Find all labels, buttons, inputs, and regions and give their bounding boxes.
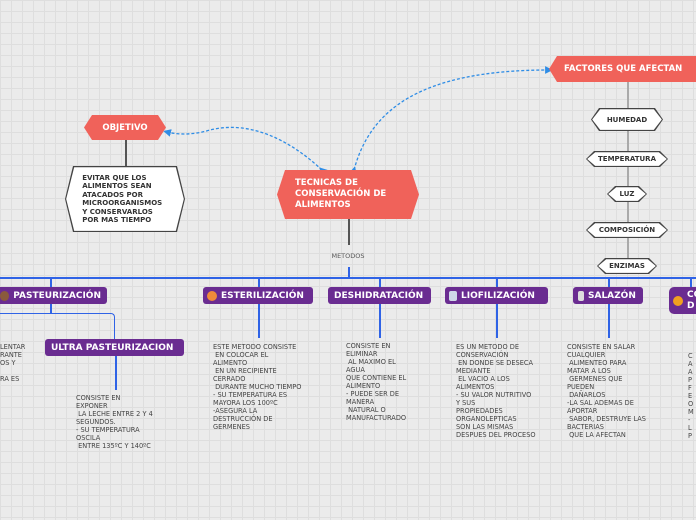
salt-shaker-icon <box>578 290 584 301</box>
method-conservacion[interactable]: CO D <box>669 287 696 314</box>
conservacion-text: C A A P F E O M - L P <box>688 352 694 440</box>
factores-relationship-arrow <box>349 66 553 175</box>
pasteurizacion-text: LENTAR RANTE OS Y RA ES <box>0 343 26 383</box>
objetivo-text-node[interactable]: EVITAR QUE LOS ALIMENTOS SEAN ATACADOS P… <box>65 166 185 232</box>
salazon-text: CONSISTE EN SALAR CUALQUIER ALIMENTEO PA… <box>567 343 646 439</box>
liofilizacion-text: ES UN METODO DE CONSERVACIÓN EN DONDE SE… <box>456 343 536 439</box>
esterilizacion-text: ESTE METODO CONSISTE EN COLOCAR EL ALIME… <box>213 343 302 431</box>
branch-line <box>50 304 52 314</box>
factor-label: HUMEDAD <box>592 109 662 130</box>
factors-connector <box>627 82 629 272</box>
central-title: TECNICAS DE CONSERVACIÓN DE ALIMENTOS <box>295 178 387 210</box>
branch-line <box>115 356 117 390</box>
method-label: PASTEURIZACIÓN <box>13 290 101 301</box>
ultra-pasteurizacion-node[interactable]: ULTRA PASTEURIZACION <box>45 339 184 356</box>
factor-humedad[interactable]: HUMEDAD <box>591 108 663 131</box>
method-esterilizacion[interactable]: ESTERILIZACIÓN <box>203 287 313 304</box>
factor-temperatura[interactable]: TEMPERATURA <box>586 151 668 167</box>
branch-line <box>496 277 498 288</box>
ultra-text: CONSISTE EN EXPONER LA LECHE ENTRE 2 Y 4… <box>76 394 153 450</box>
factor-label: LUZ <box>608 187 646 201</box>
branch-line <box>608 277 610 288</box>
method-liofilizacion[interactable]: LIOFILIZACIÓN <box>445 287 548 304</box>
method-salazon[interactable]: SALAZÓN <box>573 287 643 304</box>
deshidratacion-text: CONSISTE EN ELIMINAR AL MAXIMO EL AGUA Q… <box>346 342 407 422</box>
objetivo-relationship-arrow <box>163 126 328 176</box>
baby-bottle-icon <box>449 290 457 301</box>
method-label: CO D <box>687 289 696 311</box>
factor-composicion[interactable]: COMPOSICIÓN <box>586 222 668 238</box>
branch-line <box>379 304 381 338</box>
factor-label: ENZIMAS <box>598 259 656 273</box>
method-pasteurizacion[interactable]: PASTEURIZACIÓN <box>0 287 107 304</box>
branch-line <box>258 304 260 338</box>
metodos-label: METODOS <box>331 252 365 260</box>
method-label: DESHIDRATACIÓN <box>334 290 424 301</box>
branch-line <box>50 277 52 288</box>
central-topic[interactable]: TECNICAS DE CONSERVACIÓN DE ALIMENTOS <box>277 170 419 219</box>
method-label: LIOFILIZACIÓN <box>461 290 535 301</box>
branch-line <box>608 304 610 338</box>
coffee-icon <box>0 290 10 301</box>
objetivo-node[interactable]: OBJETIVO <box>84 115 166 140</box>
factor-enzimas[interactable]: ENZIMAS <box>597 258 657 274</box>
factores-node[interactable]: FACTORES QUE AFECTAN <box>549 56 696 82</box>
branch-line <box>690 277 692 288</box>
branch-line <box>379 277 381 288</box>
ultra-connector <box>0 313 115 339</box>
branch-line <box>496 304 498 338</box>
metodos-connector <box>348 267 350 278</box>
factor-luz[interactable]: LUZ <box>607 186 647 202</box>
branch-line <box>258 277 260 288</box>
central-connector <box>348 219 350 245</box>
methods-bus <box>0 277 696 279</box>
factor-label: TEMPERATURA <box>587 152 667 166</box>
honey-pot-icon <box>673 295 683 306</box>
method-deshidratacion[interactable]: DESHIDRATACIÓN <box>328 287 431 304</box>
peach-icon <box>207 290 217 301</box>
objetivo-text: EVITAR QUE LOS ALIMENTOS SEAN ATACADOS P… <box>66 167 184 231</box>
objetivo-connector <box>125 140 127 167</box>
method-label: SALAZÓN <box>588 290 636 301</box>
factor-label: COMPOSICIÓN <box>587 223 667 237</box>
method-label: ESTERILIZACIÓN <box>221 290 304 301</box>
